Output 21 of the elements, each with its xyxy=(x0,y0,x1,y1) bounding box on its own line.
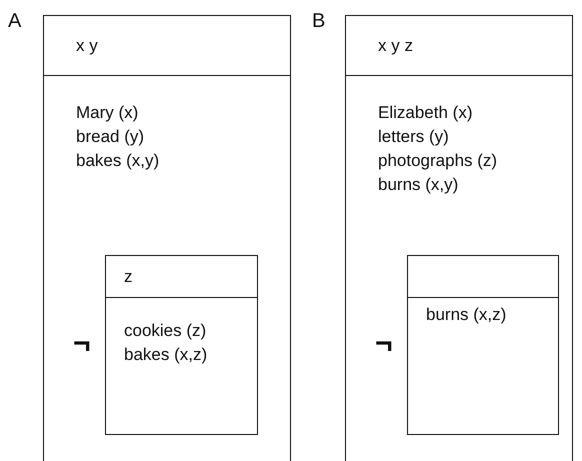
drs-box xyxy=(407,255,559,435)
drs-box xyxy=(43,15,291,461)
drs-box xyxy=(345,15,573,461)
negation-symbol: ¬ xyxy=(375,329,393,359)
condition-text: burns (x,y) xyxy=(378,174,458,196)
condition-text: burns (x,z) xyxy=(426,304,506,326)
condition-text: photographs (z) xyxy=(378,150,498,172)
universe-text: x y z xyxy=(378,35,413,57)
universe-text: z xyxy=(124,266,132,288)
condition-text: cookies (z) xyxy=(124,320,206,342)
condition-text: bakes (x,y) xyxy=(76,150,160,172)
negation-symbol: ¬ xyxy=(73,329,91,359)
condition-text: Elizabeth (x) xyxy=(378,102,472,124)
drs-box xyxy=(105,255,258,435)
panel-label: B xyxy=(312,10,326,33)
panel-label: A xyxy=(8,10,22,33)
condition-text: Mary (x) xyxy=(76,102,138,124)
condition-text: bakes (x,z) xyxy=(124,344,208,366)
universe-text: x y xyxy=(76,35,98,57)
condition-text: letters (y) xyxy=(378,126,449,148)
condition-text: bread (y) xyxy=(76,126,144,148)
